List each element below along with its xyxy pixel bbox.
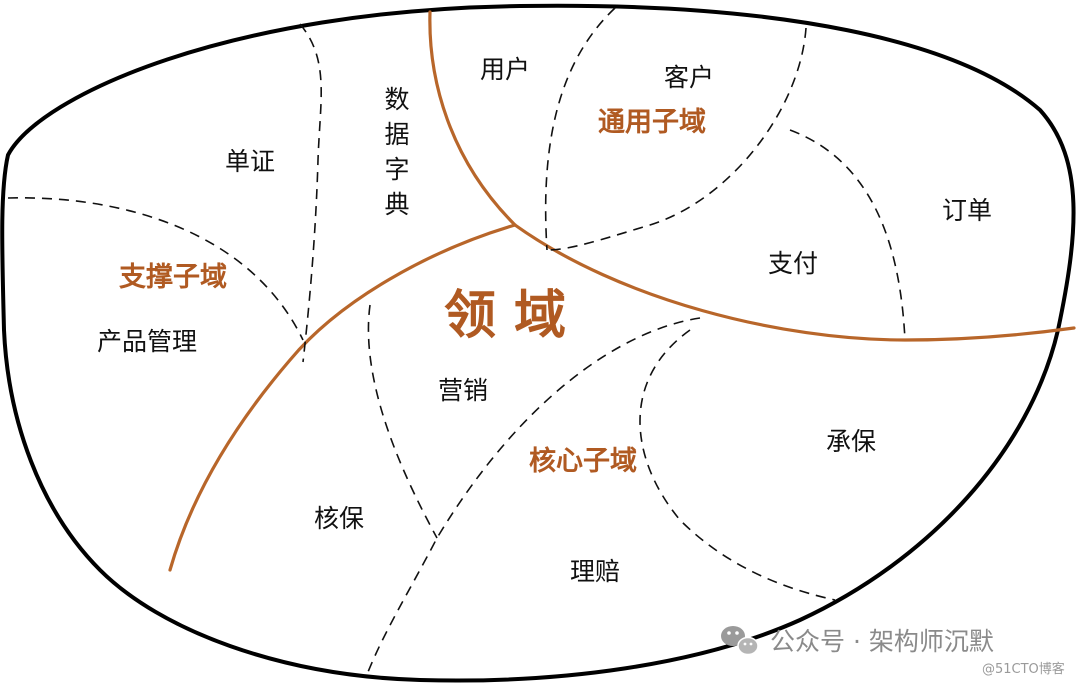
module-underwriting: 承保 [826,427,876,456]
module-user: 用户 [480,55,530,84]
boundary-generic-left [428,10,517,227]
module-customer: 客户 [664,63,714,92]
subdomain-generic-label: 通用子域 [598,107,706,138]
module-underwriting-review: 核保 [314,504,364,533]
module-danzheng: 单证 [225,147,275,176]
data-dictionary-char: 字 [384,155,409,184]
watermark-wechat-text: 公众号 · 架构师沉默 [770,627,994,656]
module-claims: 理赔 [570,557,620,586]
data-dictionary-char: 据 [384,120,409,149]
subdomain-core-label: 核心子域 [529,445,637,477]
divider-danzheng-product [7,197,304,341]
module-order: 订单 [942,196,992,225]
domain-outline [0,3,1076,683]
watermark-site-text: @51CTO博客 [982,661,1065,677]
module-marketing: 营销 [438,376,488,405]
domain-title: 领 域 [444,286,566,346]
module-product-management: 产品管理 [97,327,197,356]
divider-marketing-review [367,304,438,539]
divider-customer-order [546,27,807,251]
boundary-supporting-core [168,223,517,572]
boundary-generic-bottom [513,223,1076,342]
divider-underwriting-claims [639,329,836,601]
subdomain-supporting-label: 支撑子域 [119,262,227,293]
module-payment: 支付 [768,249,818,278]
wechat-icon [721,626,759,656]
divider-marketing-claims [367,317,701,673]
divider-danzheng-dictionary [299,23,322,363]
watermark: 公众号 · 架构师沉默 @51CTO博客 [721,626,1065,677]
module-data-dictionary: 数据字典 [384,85,409,219]
data-dictionary-char: 典 [384,190,409,219]
data-dictionary-char: 数 [384,85,409,114]
divider-payment-order [789,129,906,341]
